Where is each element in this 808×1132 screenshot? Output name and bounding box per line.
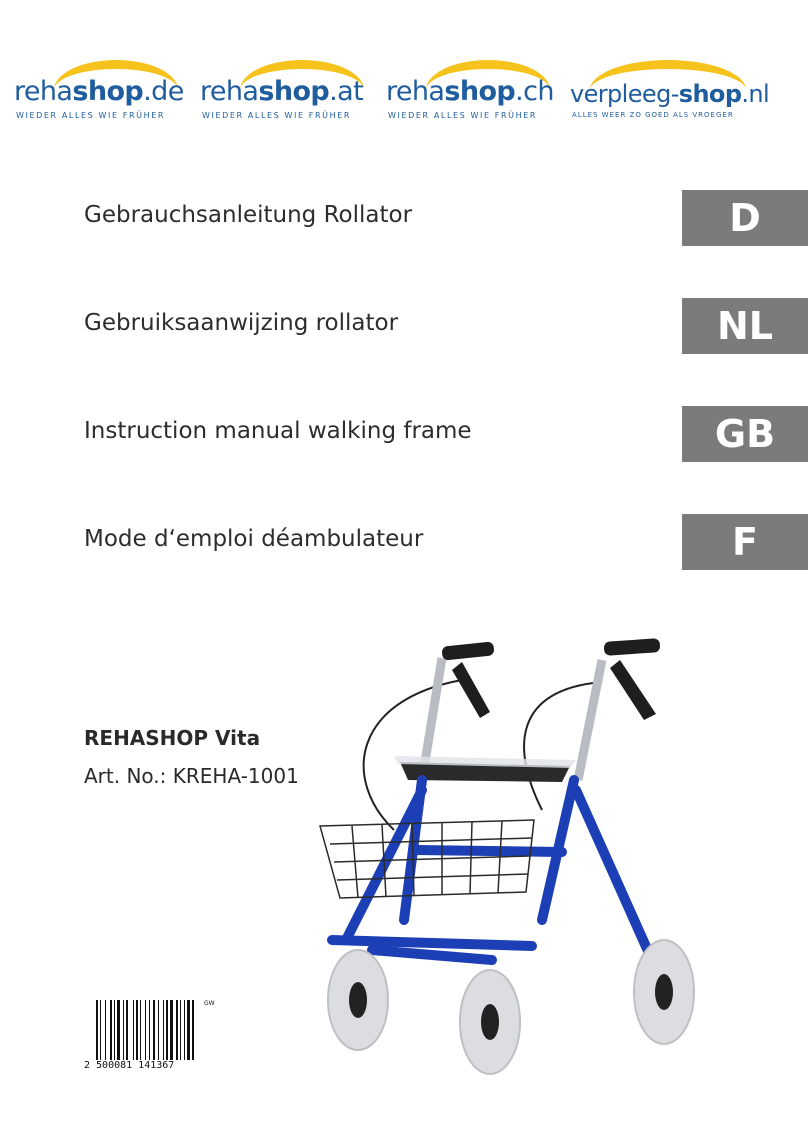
barcode-superscript: GW [204,1000,215,1007]
manual-row-f: Mode d‘emploi déambulateur F [0,514,808,570]
barcode-digits: 2 500081 141367 [84,1060,175,1071]
manual-title: Instruction manual walking frame [84,418,472,444]
language-badge-f: F [682,514,808,570]
barcode: 2 500081 141367 GW [84,1000,215,1072]
barcode-bar [170,1000,174,1060]
barcode-bar [152,1000,155,1060]
manual-row-nl: Gebruiksaanwijzing rollator NL [0,298,808,354]
barcode-bar [100,1000,102,1060]
barcode-bar [149,1000,151,1060]
barcode-bar [123,1000,125,1060]
handle-grip-right [603,638,661,656]
barcode-bar [163,1000,164,1060]
logo-wordmark: rehashop.ch [386,76,555,107]
handle-grip-left [442,641,494,661]
logo-strip: rehashop.de WIEDER ALLES WIE FRÜHER reha… [14,58,804,128]
logo-arc [426,58,554,88]
frame [327,775,657,965]
logo-arc [54,58,182,88]
barcode-bar [166,1000,169,1060]
barcode-bar [135,1000,138,1060]
brake-lever-left [452,662,490,718]
barcode-bar [96,1000,98,1060]
barcode-bar [187,1000,191,1060]
barcode-bar [179,1000,181,1060]
barcode-bar [105,1000,107,1060]
logo-arc [590,58,750,88]
barcode-bar [113,1000,115,1060]
manual-row-d: Gebrauchsanleitung Rollator D [0,190,808,246]
logo-wordmark: rehashop.de [14,76,184,107]
barcode-bar [140,1000,141,1060]
manual-title: Gebrauchsanleitung Rollator [84,202,413,228]
manual-title: Gebruiksaanwijzing rollator [84,310,399,336]
barcode-bar [132,1000,134,1060]
logo-tagline: WIEDER ALLES WIE FRÜHER [16,111,166,120]
barcode-bar [175,1000,178,1060]
handle-post-right [573,659,607,781]
logo-tagline: WIEDER ALLES WIE FRÜHER [202,111,352,120]
logo-tagline: ALLES WEER ZO GOED ALS VROEGER [572,111,734,119]
logo-wordmark: verpleeg-shop.nl [570,80,770,108]
barcode-bar [184,1000,185,1060]
brake-lever-right [610,660,656,720]
rollator-image [319,638,695,1075]
language-badge-nl: NL [682,298,808,354]
barcode-bar [109,1000,112,1060]
logo-wordmark: rehashop.at [200,76,364,107]
language-badge-gb: GB [682,406,808,462]
barcode-bar [157,1000,159,1060]
barcode-bar [126,1000,129,1060]
logo-tagline: WIEDER ALLES WIE FRÜHER [388,111,538,120]
logo-arc [240,58,368,88]
manual-row-gb: Instruction manual walking frame GB [0,406,808,462]
wheels [327,939,695,1075]
barcode-bar [192,1000,195,1060]
article-number: Art. No.: KREHA-1001 [84,764,299,788]
basket [319,819,535,899]
barcode-bar [145,1000,147,1060]
product-name: REHASHOP Vita [84,726,261,750]
barcode-bars [96,1000,204,1060]
manual-title: Mode d‘emploi déambulateur [84,526,424,552]
language-badge-d: D [682,190,808,246]
barcode-bar [117,1000,120,1060]
